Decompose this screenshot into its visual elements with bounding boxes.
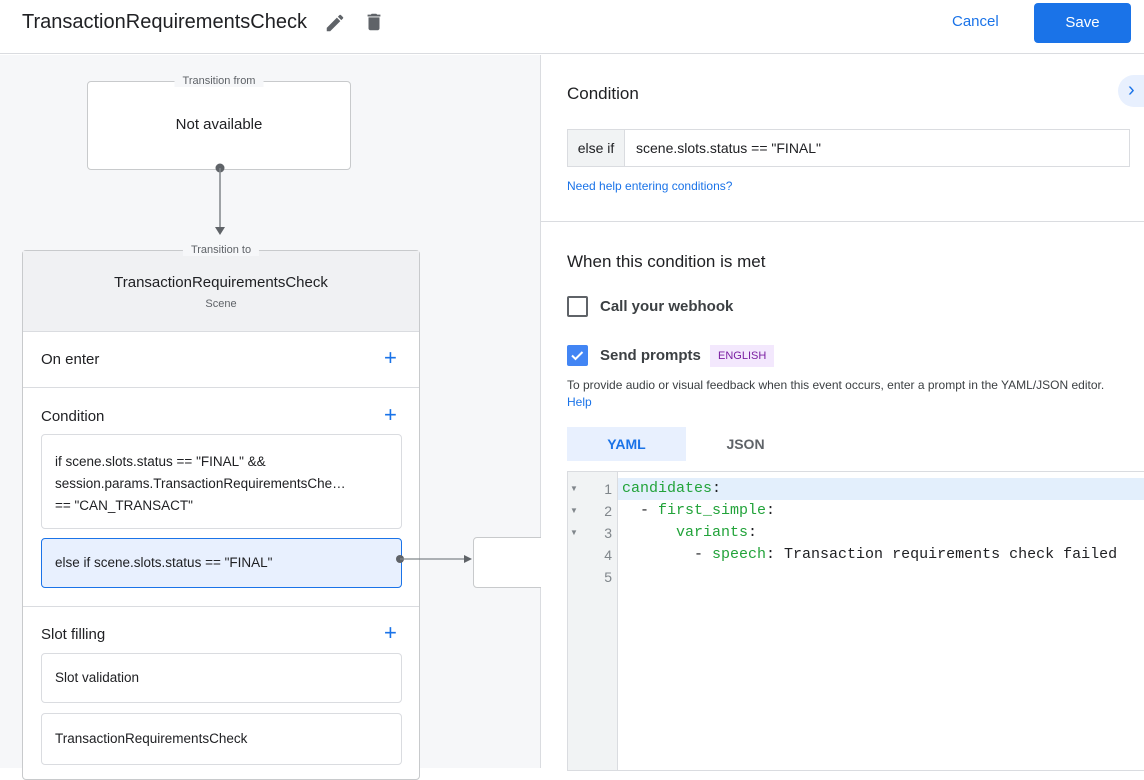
description-text: To provide audio or visual feedback when…: [567, 378, 1105, 392]
condition-text: if scene.slots.status == "FINAL" && sess…: [55, 454, 346, 491]
language-badge: ENGLISH: [710, 345, 775, 367]
help-link[interactable]: Help: [567, 395, 592, 409]
transition-to-legend: Transition to: [182, 244, 260, 256]
edit-icon[interactable]: [324, 12, 346, 34]
line-number: 5: [604, 569, 612, 585]
add-on-enter-icon[interactable]: +: [384, 345, 397, 370]
slot-card[interactable]: Slot validation: [41, 653, 402, 703]
fold-arrow-icon[interactable]: ▼: [570, 484, 578, 493]
code-text: - first_simple:: [622, 502, 776, 519]
cancel-button[interactable]: Cancel: [952, 13, 999, 30]
scene-node: TransactionRequirementsCheck Scene Trans…: [22, 244, 420, 780]
collapse-panel-chevron-icon[interactable]: ›: [1118, 75, 1144, 107]
transition-from-legend: Transition from: [174, 75, 264, 87]
add-slot-icon[interactable]: +: [384, 620, 397, 645]
prompts-checkbox[interactable]: [567, 345, 588, 366]
line-number: 4: [604, 547, 612, 563]
slot-filling-label: Slot filling: [41, 626, 106, 643]
code-line: 5: [568, 566, 1144, 588]
save-button[interactable]: Save: [1034, 3, 1131, 43]
transition-from-value: Not available: [175, 116, 263, 133]
webhook-label: Call your webhook: [600, 298, 734, 315]
active-line-highlight: [618, 478, 1144, 500]
condition-expression[interactable]: scene.slots.status == "FINAL": [636, 140, 822, 156]
tab-yaml[interactable]: YAML: [567, 427, 686, 461]
scene-header: TransactionRequirementsCheck Scene: [23, 251, 419, 332]
code-line: ▼ 3 variants:: [568, 522, 1144, 544]
line-number: 2: [604, 503, 612, 519]
target-node[interactable]: [473, 537, 553, 588]
code-line: ▼ 2 - first_simple:: [568, 500, 1144, 522]
add-condition-icon[interactable]: +: [384, 402, 397, 427]
prompts-description: To provide audio or visual feedback when…: [567, 377, 1127, 411]
condition-card-selected[interactable]: else if scene.slots.status == "FINAL": [41, 538, 402, 588]
condition-input[interactable]: else if scene.slots.status == "FINAL": [567, 129, 1130, 167]
delete-icon[interactable]: [363, 11, 385, 33]
on-enter-label: On enter: [41, 351, 100, 368]
code-text: - speech: Transaction requirements check…: [622, 546, 1118, 563]
tab-json[interactable]: JSON: [726, 436, 765, 452]
divider: [541, 221, 1144, 222]
code-line: 4 - speech: Transaction requirements che…: [568, 544, 1144, 566]
line-number: 1: [604, 481, 612, 497]
condition-text-cont: == "CAN_TRANSACT": [55, 498, 193, 513]
condition-title: Condition: [567, 84, 639, 103]
line-number: 3: [604, 525, 612, 541]
condition-card[interactable]: if scene.slots.status == "FINAL" && sess…: [41, 434, 402, 529]
check-icon: [571, 351, 584, 361]
transition-arrow: [215, 163, 225, 235]
condition-label: Condition: [41, 408, 105, 425]
code-text: candidates:: [622, 480, 722, 497]
slot-card[interactable]: TransactionRequirementsCheck: [41, 713, 402, 765]
met-title: When this condition is met: [567, 252, 766, 271]
top-bar: TransactionRequirementsCheck Cancel Save: [0, 0, 1144, 54]
page-title: TransactionRequirementsCheck: [22, 11, 307, 33]
fold-arrow-icon[interactable]: ▼: [570, 528, 578, 537]
divider: [23, 387, 419, 388]
condition-prefix: else if: [568, 130, 625, 166]
condition-arrow: [396, 555, 472, 563]
transition-from-node: Transition from Not available: [87, 75, 351, 170]
editor-gutter: [568, 472, 618, 770]
scene-name: TransactionRequirementsCheck: [114, 274, 328, 291]
help-conditions-link[interactable]: Need help entering conditions?: [567, 179, 733, 193]
condition-panel: › Condition else if scene.slots.status =…: [541, 55, 1144, 771]
divider: [23, 606, 419, 607]
code-line: ▼ 1 candidates:: [568, 478, 1144, 500]
prompts-label: Send prompts: [600, 347, 701, 364]
code-text: variants:: [676, 524, 758, 541]
yaml-editor[interactable]: ▼ 1 candidates: ▼ 2 - first_simple: ▼ 3 varian…: [567, 471, 1144, 771]
webhook-checkbox[interactable]: [567, 296, 588, 317]
fold-arrow-icon[interactable]: ▼: [570, 506, 578, 515]
scene-type: Scene: [205, 298, 237, 310]
